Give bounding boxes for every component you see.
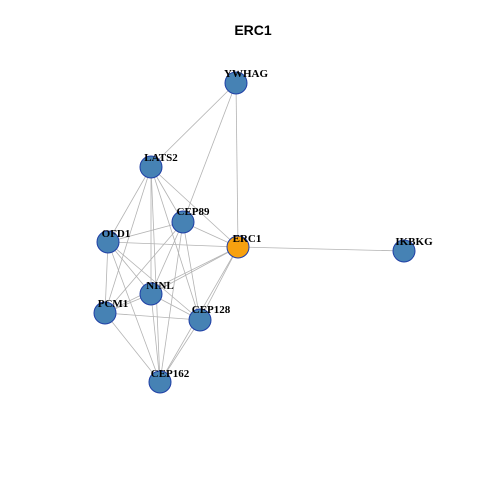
- node-label-ofd1: OFD1: [102, 228, 131, 240]
- edge-ywhag-erc1: [235, 82, 239, 248]
- node-ofd1: OFD1: [96, 228, 131, 254]
- node-ywhag: YWHAG: [224, 68, 268, 95]
- node-label-erc1: ERC1: [233, 233, 262, 245]
- node-ninl: NINL: [139, 280, 174, 306]
- edge-erc1-pcm1: [104, 246, 239, 314]
- node-lats2: LATS2: [139, 152, 178, 179]
- node-label-ninl: NINL: [146, 280, 174, 292]
- edge-cep89-cep162: [159, 221, 184, 383]
- edge-lats2-erc1: [150, 166, 239, 248]
- node-label-ikbkg: IKBKG: [395, 236, 433, 248]
- node-circle-cep128: [188, 308, 212, 332]
- edge-ywhag-cep89: [182, 82, 237, 223]
- edge-ofd1-cep128: [107, 241, 201, 321]
- node-circle-erc1: [226, 235, 250, 259]
- edge-ofd1-erc1: [107, 241, 239, 248]
- edge-lats2-cep162: [150, 166, 161, 383]
- node-circle-ninl: [139, 282, 163, 306]
- edge-ofd1-pcm1: [104, 241, 109, 314]
- node-circle-ikbkg: [392, 239, 416, 263]
- edge-ofd1-cep162: [107, 241, 161, 383]
- edge-pcm1-cep128: [104, 312, 201, 321]
- node-erc1: ERC1: [226, 233, 262, 259]
- node-circle-ofd1: [96, 230, 120, 254]
- node-cep128: CEP128: [188, 304, 231, 332]
- node-circle-pcm1: [93, 301, 117, 325]
- diagram-title: ERC1: [234, 22, 272, 38]
- edge-cep89-ofd1: [107, 221, 184, 243]
- edge-cep89-pcm1: [104, 221, 184, 314]
- edge-lats2-pcm1: [104, 166, 152, 314]
- node-pcm1: PCM1: [93, 298, 129, 325]
- node-ikbkg: IKBKG: [392, 236, 433, 263]
- node-label-pcm1: PCM1: [98, 298, 129, 310]
- edge-lats2-cep128: [150, 166, 201, 321]
- node-label-cep89: CEP89: [177, 206, 211, 218]
- node-label-cep128: CEP128: [192, 304, 231, 316]
- edge-lats2-ofd1: [107, 166, 152, 243]
- edge-cep128-cep162: [159, 319, 201, 383]
- node-circle-cep89: [171, 210, 195, 234]
- edge-cep89-cep128: [182, 221, 201, 321]
- edge-ninl-cep162: [150, 293, 161, 383]
- node-circle-lats2: [139, 155, 163, 179]
- node-circle-ywhag: [224, 71, 248, 95]
- edge-erc1-ninl: [150, 246, 239, 295]
- node-cep162: CEP162: [148, 368, 190, 394]
- edge-cep89-ninl: [150, 221, 184, 295]
- node-circle-cep162: [148, 370, 172, 394]
- node-label-lats2: LATS2: [144, 152, 178, 164]
- edge-erc1-ikbkg: [237, 246, 405, 252]
- edge-erc1-cep128: [199, 246, 239, 321]
- node-label-cep162: CEP162: [151, 368, 190, 380]
- node-cep89: CEP89: [171, 206, 211, 234]
- edge-pcm1-cep162: [104, 312, 161, 383]
- edge-ywhag-lats2: [150, 82, 237, 168]
- node-label-ywhag: YWHAG: [224, 68, 268, 80]
